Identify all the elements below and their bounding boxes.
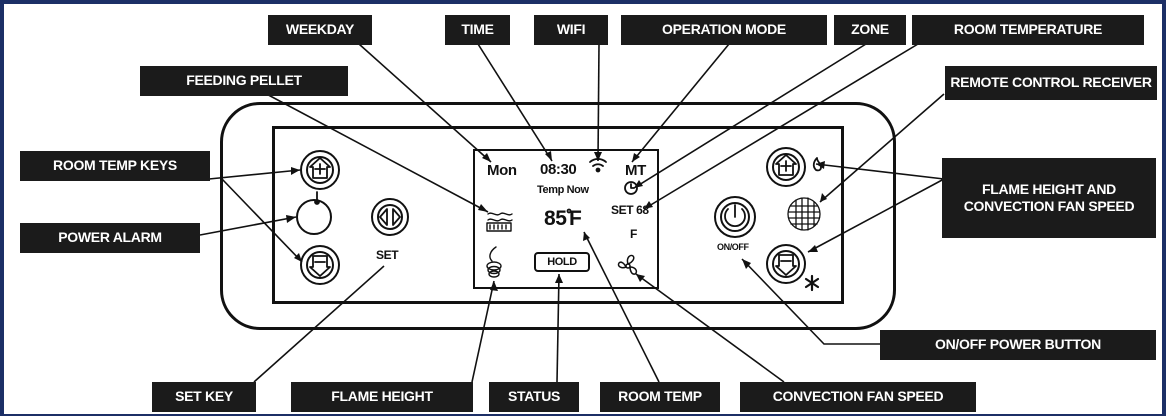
set-key-label: SET bbox=[376, 248, 399, 262]
label-room-temp-keys: ROOM TEMP KEYS bbox=[20, 151, 210, 181]
leader-convection-fan bbox=[635, 273, 785, 383]
label-room-temperature: ROOM TEMPERATURE bbox=[912, 15, 1144, 45]
leader-room-temp bbox=[583, 231, 660, 383]
plus-up-icon bbox=[309, 157, 331, 179]
flame-icon bbox=[812, 157, 822, 172]
fan-icon bbox=[617, 254, 638, 275]
status-value: HOLD bbox=[547, 256, 577, 268]
leader-remote-receiver bbox=[819, 93, 945, 203]
plus-up-icon bbox=[775, 154, 797, 176]
power-icon bbox=[724, 204, 746, 228]
leader-room-temperature bbox=[643, 43, 919, 210]
arrows-button[interactable] bbox=[371, 198, 409, 236]
minus-down-icon bbox=[309, 255, 331, 277]
leader-weekday bbox=[358, 43, 492, 163]
leader-room-temp-keys-down bbox=[221, 178, 303, 263]
leader-lines bbox=[199, 43, 945, 383]
label-weekday: WEEKDAY bbox=[268, 15, 372, 45]
on-off-label: ON/OFF bbox=[717, 242, 749, 252]
leader-flame-fan-down bbox=[807, 178, 945, 253]
label-zone: ZONE bbox=[834, 15, 906, 45]
display-room-temp-unit: F bbox=[569, 207, 582, 230]
display-room-temp-value: 85 bbox=[544, 207, 567, 230]
label-flame-height: FLAME HEIGHT bbox=[291, 382, 473, 412]
label-room-temp: ROOM TEMP bbox=[600, 382, 720, 412]
power-alarm-indicator bbox=[296, 199, 332, 235]
thermometer-icon bbox=[314, 191, 320, 205]
room-temp-down-button[interactable] bbox=[300, 245, 340, 285]
remote-receiver-icon bbox=[787, 197, 821, 231]
leader-time bbox=[477, 43, 553, 162]
diagram-canvas: Mon 08:30 Temp Now 85 F MT SET 68 F HOLD… bbox=[4, 4, 1162, 414]
label-remote-control-receiver: REMOTE CONTROL RECEIVER bbox=[945, 66, 1157, 100]
degree-mark bbox=[566, 208, 572, 214]
flame-height-icon bbox=[486, 246, 502, 278]
leader-feeding-pellet bbox=[258, 89, 489, 213]
label-time: TIME bbox=[445, 15, 510, 45]
clock-icon bbox=[624, 181, 638, 195]
leader-flame-fan-up bbox=[815, 163, 945, 180]
leader-operation-mode bbox=[631, 43, 730, 163]
label-power-alarm: POWER ALARM bbox=[20, 223, 200, 253]
leader-room-temp-keys-up bbox=[208, 169, 301, 180]
power-button[interactable] bbox=[714, 196, 756, 238]
leader-zone bbox=[633, 43, 867, 189]
label-feeding-pellet: FEEDING PELLET bbox=[140, 66, 348, 96]
display-weekday: Mon bbox=[487, 162, 517, 179]
display-mode: MT bbox=[625, 162, 646, 179]
asterisk-icon bbox=[804, 274, 820, 292]
label-wifi: WIFI bbox=[534, 15, 608, 45]
leader-flame-height bbox=[471, 280, 495, 383]
flame-down-button[interactable] bbox=[766, 244, 806, 284]
display-time: 08:30 bbox=[540, 161, 577, 178]
display-set-temp: SET 68 bbox=[611, 203, 649, 217]
label-status: STATUS bbox=[489, 382, 579, 412]
label-on-off-power-button: ON/OFF POWER BUTTON bbox=[880, 330, 1156, 360]
leader-status bbox=[556, 273, 560, 383]
minus-down-icon bbox=[775, 254, 797, 276]
label-flame-height-and-fan-speed: FLAME HEIGHT AND CONVECTION FAN SPEED bbox=[942, 158, 1156, 238]
leader-power-alarm bbox=[199, 216, 297, 236]
leader-wifi bbox=[597, 43, 600, 162]
label-set-key: SET KEY bbox=[152, 382, 256, 412]
leader-on-off bbox=[741, 258, 884, 345]
arrowheads bbox=[286, 151, 827, 291]
left-right-arrows-icon bbox=[379, 208, 401, 226]
label-operation-mode: OPERATION MODE bbox=[621, 15, 827, 45]
status-badge: HOLD bbox=[534, 252, 590, 272]
diagram-overlay bbox=[199, 43, 945, 383]
label-convection-fan-speed: CONVECTION FAN SPEED bbox=[740, 382, 976, 412]
display-set-unit: F bbox=[630, 227, 637, 241]
pellet-feeder-icon bbox=[486, 212, 513, 232]
display-temp-now-label: Temp Now bbox=[537, 184, 589, 196]
leader-set-key bbox=[253, 265, 385, 383]
